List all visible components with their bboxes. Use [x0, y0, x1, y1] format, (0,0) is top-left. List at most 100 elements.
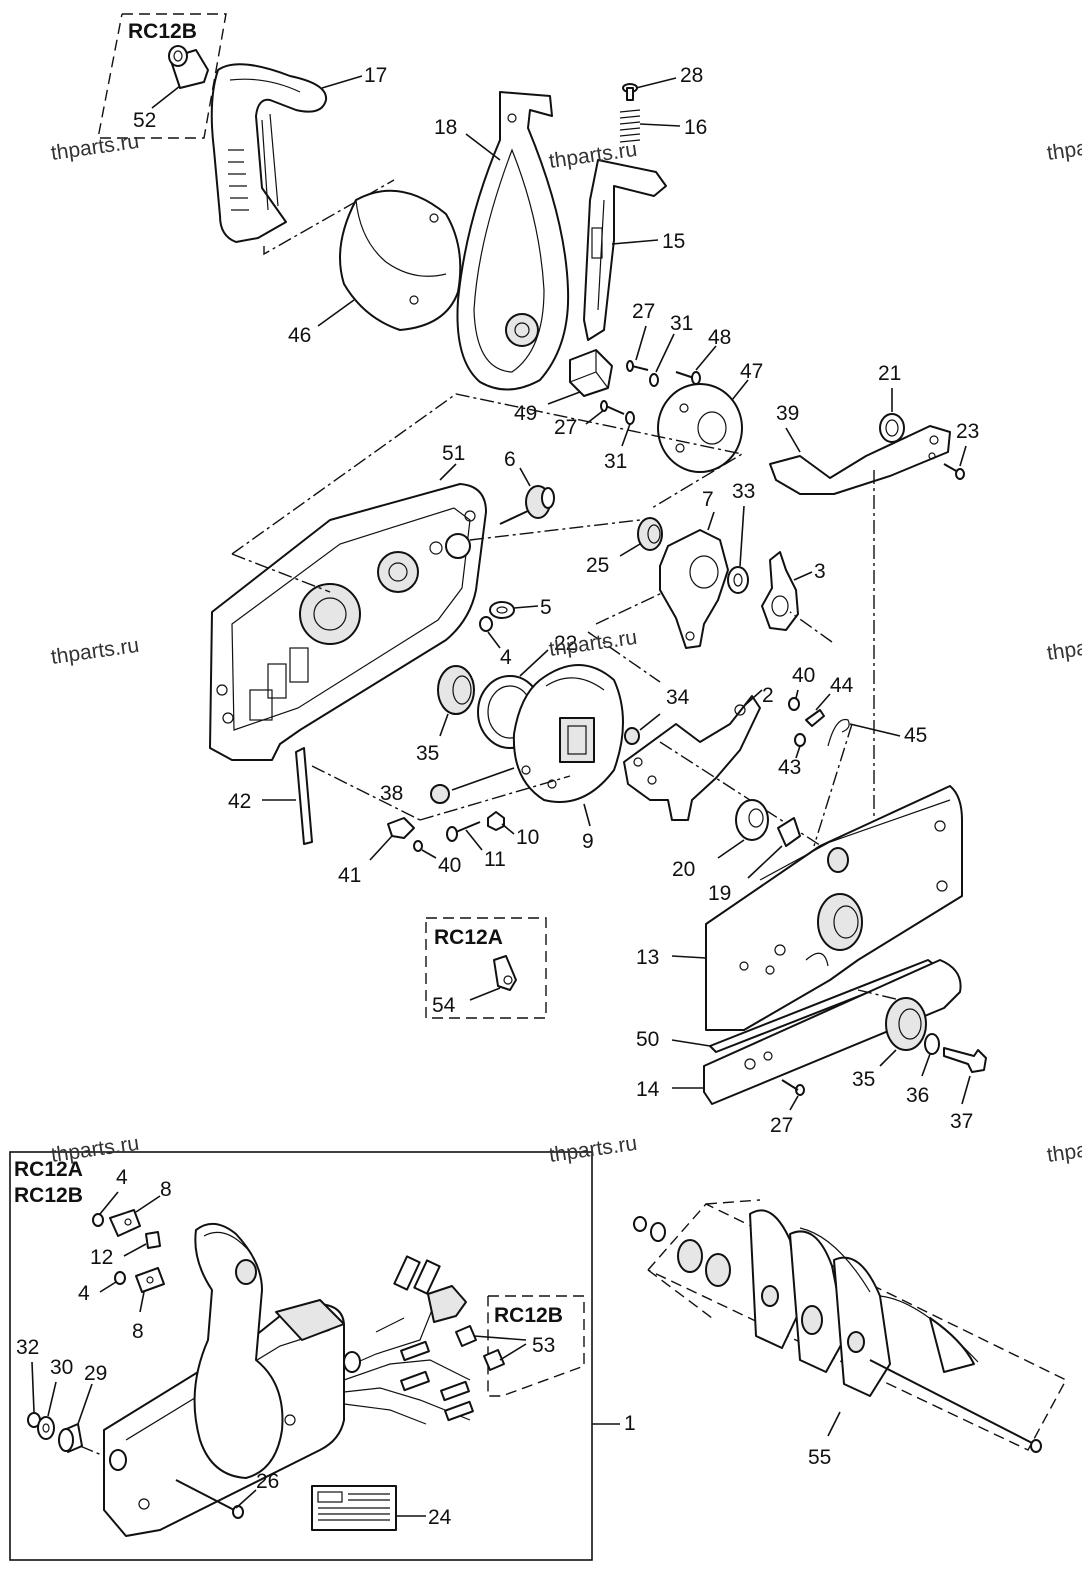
label-46: 46	[288, 324, 311, 347]
rc12a-inset-label: RC12A	[14, 1158, 83, 1181]
part-9-gear-housing	[512, 664, 624, 803]
label-33: 33	[732, 480, 755, 503]
part-49-block	[569, 349, 613, 397]
part-31b-washer	[625, 411, 635, 425]
label-20: 20	[672, 858, 695, 881]
part-6-bolt	[499, 485, 555, 525]
part-33-washer	[727, 566, 749, 594]
part-55-mount-kit: 55	[633, 1199, 1067, 1469]
label-13: 13	[636, 946, 659, 969]
label-35b: 35	[852, 1068, 875, 1091]
label-27a: 27	[632, 300, 655, 323]
part-10-nut	[487, 811, 505, 831]
part-42-strip	[295, 747, 313, 845]
part-44-spring-plate	[805, 709, 825, 727]
label-25: 25	[586, 554, 609, 577]
watermark-7: thparts.ru	[49, 1132, 140, 1167]
part-7-plate	[659, 529, 729, 649]
part-19-clip	[777, 817, 801, 847]
label-14: 14	[636, 1078, 660, 1101]
part-28-screw	[622, 83, 638, 101]
part-46-cover	[339, 189, 462, 331]
label-27b: 27	[554, 416, 577, 439]
part-18-arm	[456, 91, 570, 391]
part-27a-screw	[626, 360, 649, 372]
part-47-disc	[657, 383, 743, 473]
label-11: 11	[484, 848, 506, 871]
part-14-bottom-plate	[703, 959, 962, 1105]
part-27c-screw	[781, 1079, 805, 1096]
label-i24: 24	[428, 1506, 452, 1529]
label-39: 39	[776, 402, 799, 425]
label-34: 34	[666, 686, 690, 709]
part-17-handle	[210, 63, 328, 243]
part-43-washer	[794, 733, 806, 747]
label-49: 49	[514, 402, 537, 425]
label-47: 47	[740, 360, 763, 383]
label-17: 17	[364, 64, 387, 87]
part-40a-screw	[788, 697, 800, 711]
label-i12: 12	[90, 1246, 113, 1269]
part-35a-bushing	[437, 665, 475, 715]
part-20-detent	[735, 799, 769, 841]
part-16-spring	[619, 109, 641, 143]
part-39-bracket	[769, 425, 951, 495]
rc12b-inset-label: RC12B	[14, 1184, 83, 1207]
label-55: 55	[808, 1446, 831, 1469]
label-i1: 1	[624, 1412, 636, 1435]
label-i32: 32	[16, 1336, 39, 1359]
watermark-6: thparts.ru	[1045, 630, 1082, 665]
label-31b: 31	[604, 450, 627, 473]
label-6: 6	[504, 448, 516, 471]
label-27c: 27	[770, 1114, 793, 1137]
rc12b-top-group: RC12B	[97, 13, 227, 139]
watermark-9: thparts.ru	[1045, 1132, 1082, 1167]
label-36: 36	[906, 1084, 929, 1107]
part-15-lever	[583, 159, 667, 341]
label-48: 48	[708, 326, 731, 349]
part-21-ring	[879, 413, 905, 443]
label-i8a: 8	[160, 1178, 172, 1201]
label-28: 28	[680, 64, 703, 87]
inset-assembly-1: RC12A RC12B 4 8 12 4 8	[9, 1151, 636, 1561]
part-51-housing	[209, 483, 487, 761]
label-40b: 40	[438, 854, 461, 877]
part-11-bolt	[446, 821, 481, 842]
part-2-lever	[623, 695, 761, 821]
rc12b-top-label: RC12B	[128, 20, 197, 43]
label-7: 7	[702, 488, 714, 511]
label-i8b: 8	[132, 1320, 144, 1343]
part-41-clamp	[387, 817, 415, 839]
label-i29: 29	[84, 1362, 107, 1385]
label-38: 38	[380, 782, 403, 805]
label-10: 10	[516, 826, 539, 849]
part-31a-washer	[649, 373, 659, 387]
rc12a-mid-label: RC12A	[434, 926, 503, 949]
label-52: 52	[133, 109, 156, 132]
label-54: 54	[432, 994, 456, 1017]
part-3-cam	[761, 551, 799, 631]
part-23a-screw	[943, 463, 965, 480]
part-48-screw	[675, 371, 701, 385]
part-35b-bushing	[885, 997, 927, 1051]
rc12a-mid-group: RC12A 54	[425, 917, 547, 1019]
label-42: 42	[228, 790, 251, 813]
label-23a: 23	[956, 420, 979, 443]
label-5: 5	[540, 596, 552, 619]
part-34-pin	[624, 727, 640, 745]
label-31a: 31	[670, 312, 693, 335]
label-22: 22	[554, 632, 577, 655]
watermark-3: thparts.ru	[1045, 130, 1082, 165]
watermark-8: thparts.ru	[547, 1132, 638, 1167]
label-15: 15	[662, 230, 685, 253]
label-43: 43	[778, 756, 801, 779]
watermark-4: thparts.ru	[49, 634, 140, 669]
label-i26: 26	[256, 1470, 279, 1493]
label-16: 16	[684, 116, 707, 139]
part-37-bolt	[943, 1047, 987, 1073]
label-21: 21	[878, 362, 901, 385]
part-5-washer	[489, 601, 515, 619]
part-36-washer	[924, 1033, 940, 1055]
label-41: 41	[338, 864, 361, 887]
